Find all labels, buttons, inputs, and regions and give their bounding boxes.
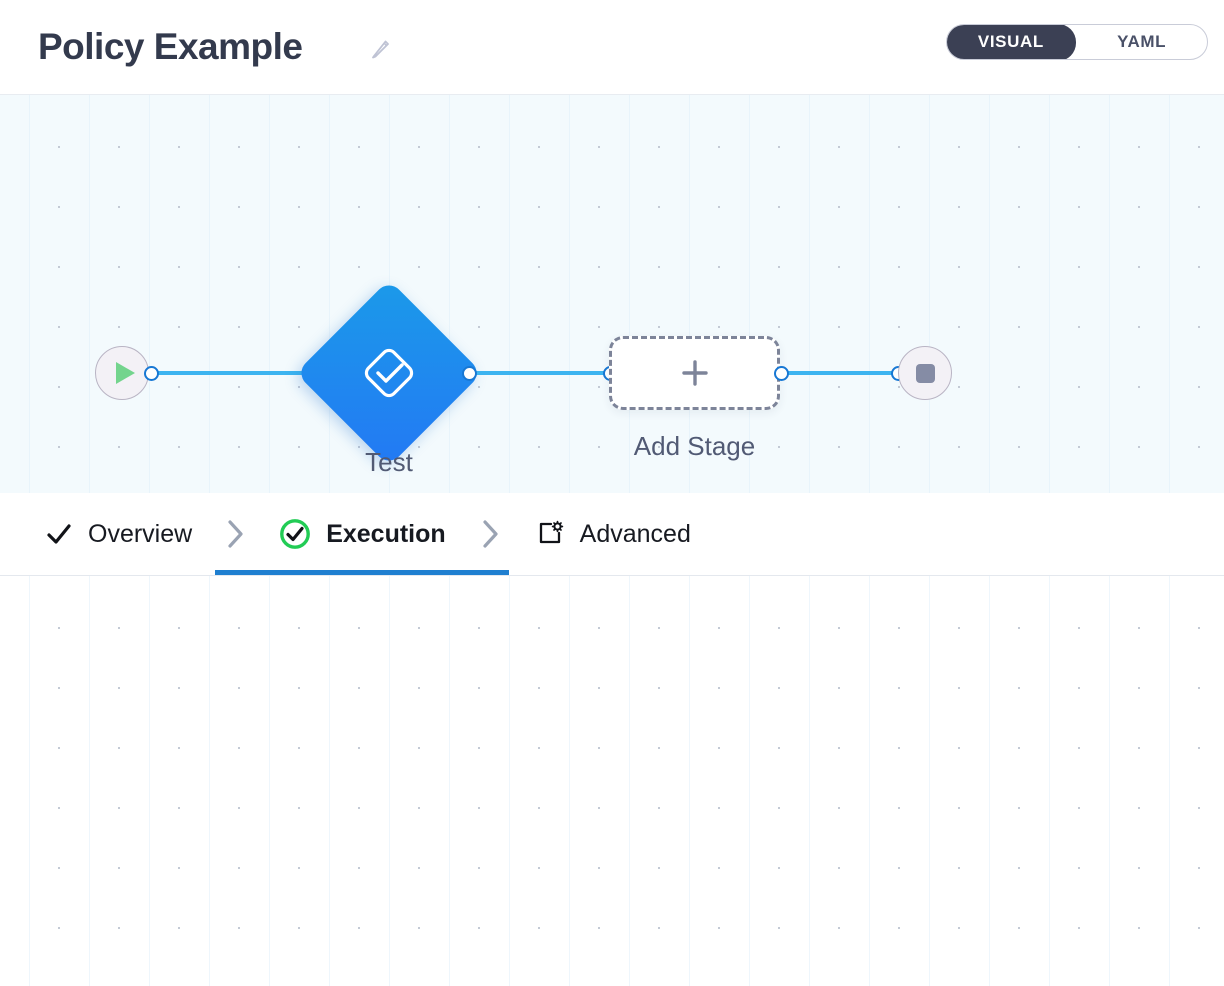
stage-label-add-stage: Add Stage <box>633 431 756 461</box>
stage-edge-3 <box>780 371 905 375</box>
tab-separator-1 <box>192 517 278 551</box>
tab-overview[interactable]: Overview <box>44 493 192 575</box>
stop-icon <box>915 363 935 383</box>
tab-separator-2 <box>446 517 534 551</box>
page-title: Policy Example <box>38 26 303 67</box>
chevron-right-icon <box>483 520 498 548</box>
chevron-right-icon <box>228 520 243 548</box>
view-mode-toggle[interactable]: VISUAL YAML <box>946 24 1208 60</box>
plus-icon <box>681 360 708 386</box>
tab-advanced[interactable]: Advanced <box>534 493 691 575</box>
stage-diamond <box>295 279 483 467</box>
stage-edge-2 <box>468 371 616 375</box>
stage-port-test-out[interactable] <box>462 366 477 381</box>
check-circle-icon <box>280 519 311 549</box>
stage-start-node[interactable] <box>95 346 149 400</box>
stage-end-node[interactable] <box>898 346 952 400</box>
section-tabbar[interactable]: Overview Execution Advanced <box>0 493 1224 576</box>
tab-execution-label: Execution <box>326 519 446 548</box>
stage-canvas[interactable]: Test Add Stage <box>0 95 1224 493</box>
page-header: Policy Example VISUAL YAML <box>0 0 1224 95</box>
stage-label-test: Test <box>365 447 413 477</box>
pencil-icon[interactable] <box>368 36 394 62</box>
view-mode-yaml[interactable]: YAML <box>1117 32 1167 51</box>
stage-edge-1 <box>150 371 312 375</box>
check-icon <box>47 524 71 544</box>
start-circle <box>95 346 149 400</box>
tab-advanced-label: Advanced <box>579 519 691 548</box>
stage-port-addstage-out[interactable] <box>774 366 789 381</box>
tab-execution[interactable]: Execution <box>215 493 509 575</box>
stage-port-start-out[interactable] <box>144 366 159 381</box>
play-icon <box>115 362 135 384</box>
view-mode-visual[interactable]: VISUAL <box>947 25 1077 59</box>
add-stage-button[interactable] <box>609 336 780 410</box>
tab-overview-label: Overview <box>88 519 193 548</box>
stage-node-test[interactable] <box>295 279 483 467</box>
step-canvas[interactable]: </> </> Echo Add step <box>0 576 1224 986</box>
end-circle <box>898 346 952 400</box>
settings-box-icon <box>539 520 563 544</box>
check-diamond-icon <box>364 348 414 398</box>
tab-active-underline <box>215 570 509 575</box>
pencil-icon-svg <box>372 40 389 59</box>
